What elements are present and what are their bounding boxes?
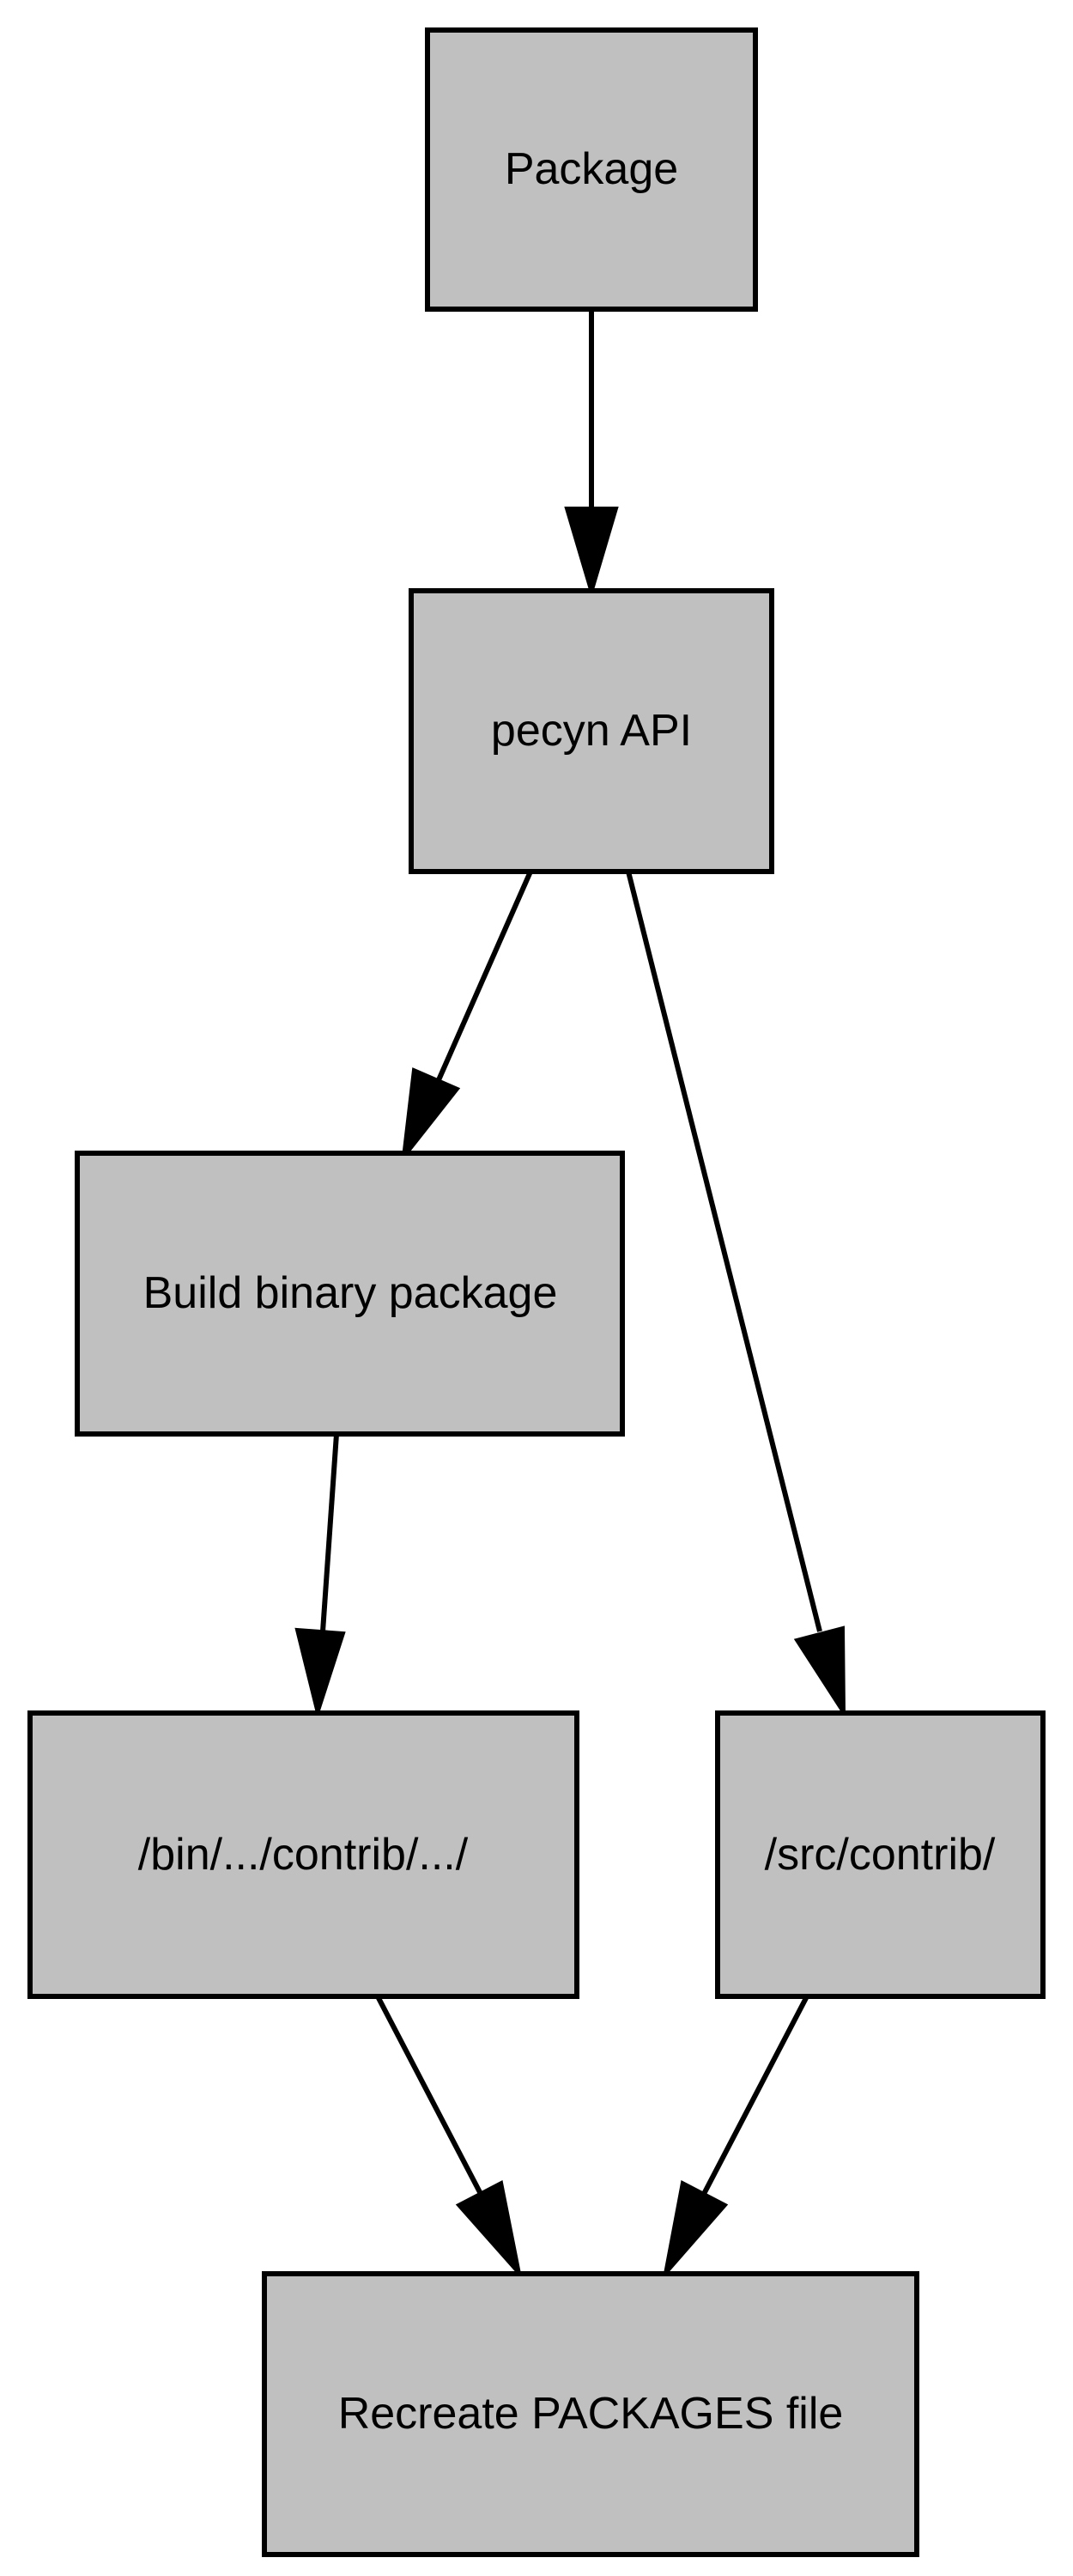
node-build-binary: Build binary package [75, 1151, 625, 1437]
edge-pecyn-api-to-src-contrib [626, 871, 846, 1719]
node-pecyn-api-box [409, 588, 774, 874]
node-src-contrib: /src/contrib/ [715, 1710, 1046, 1999]
edge-src-contrib-to-recreate-packages [662, 1995, 809, 2280]
edges [294, 309, 846, 2280]
node-bin-contrib: /bin/.../contrib/.../ [27, 1710, 579, 1999]
node-src-contrib-label: /src/contrib/ [765, 1830, 996, 1880]
node-package-label: Package [505, 144, 678, 194]
node-bin-contrib-label: /bin/.../contrib/.../ [138, 1830, 469, 1880]
node-build-binary-label: Build binary package [143, 1268, 558, 1318]
node-recreate-packages-box [262, 2271, 919, 2557]
edge-pecyn-api-to-build-binary [401, 870, 533, 1163]
node-pecyn-api-label: pecyn API [491, 706, 692, 756]
node-pecyn-api: pecyn API [409, 588, 774, 874]
node-build-binary-box [75, 1151, 625, 1437]
edge-build-binary-to-bin-contrib [294, 1433, 346, 1720]
edge-package-to-pecyn-api [564, 309, 619, 599]
node-src-contrib-box [715, 1710, 1046, 1999]
node-recreate-packages: Recreate PACKAGES file [262, 2271, 919, 2557]
edge-bin-contrib-to-recreate-packages [375, 1995, 523, 2280]
node-recreate-packages-label: Recreate PACKAGES file [338, 2389, 844, 2439]
node-bin-contrib-box [27, 1710, 579, 1999]
node-package-box [425, 27, 758, 312]
node-package: Package [425, 27, 758, 312]
